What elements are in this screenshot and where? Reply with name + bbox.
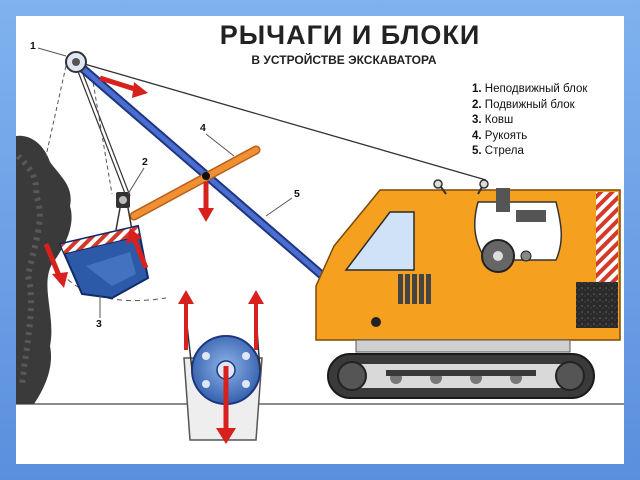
legend-num: 5. bbox=[472, 145, 482, 157]
engine-stack bbox=[496, 188, 510, 212]
drive-gear-hub bbox=[493, 251, 503, 261]
callout-3: 3 bbox=[96, 318, 102, 330]
bucket-link-left bbox=[115, 207, 121, 231]
legend-label: Рукоять bbox=[484, 129, 528, 142]
small-gear bbox=[520, 250, 532, 262]
legend-item: 1. Неподвижный блок bbox=[472, 82, 587, 98]
leader-2 bbox=[127, 167, 145, 195]
bucket-shade bbox=[86, 252, 136, 286]
legend-label: Подвижный блок bbox=[484, 98, 575, 111]
leader-1 bbox=[37, 47, 67, 57]
cable-dashed-right bbox=[91, 75, 113, 195]
legend-item: 3. Ковш bbox=[472, 113, 587, 129]
legend-label: Неподвижный блок bbox=[484, 83, 588, 95]
legend-item: 4. Рукоять bbox=[472, 129, 587, 145]
handle-pivot bbox=[202, 172, 210, 180]
crawler-tracks bbox=[327, 339, 595, 399]
cable-hoist-left bbox=[73, 60, 127, 197]
legend-num: 2. bbox=[472, 98, 482, 111]
legend-label: Ковш bbox=[484, 114, 514, 126]
boom-foot-pin bbox=[371, 317, 381, 327]
cable-hoist-right bbox=[77, 60, 131, 197]
gantry-pulley-1 bbox=[433, 179, 443, 189]
legend-item: 5. Стрела bbox=[472, 144, 587, 160]
pulley-demo bbox=[178, 290, 264, 444]
legend-num: 3. bbox=[472, 114, 482, 126]
callout-5: 5 bbox=[294, 188, 300, 200]
slide-subtitle: В УСТРОЙСТВЕ ЭКСКАВАТОРА bbox=[251, 53, 437, 67]
gantry-pulley-2 bbox=[479, 179, 489, 189]
fixed-pulley-hub bbox=[72, 58, 80, 66]
callout-1: 1 bbox=[30, 40, 36, 52]
cab-window bbox=[344, 211, 415, 271]
cable-dashed-left bbox=[45, 65, 67, 157]
excavator-diagram bbox=[16, 47, 624, 444]
leader-4 bbox=[205, 133, 235, 157]
cable-main bbox=[73, 60, 487, 181]
force-arrows bbox=[43, 75, 214, 288]
excavator-cab bbox=[315, 179, 621, 341]
slide-panel: РЫЧАГИ И БЛОКИ В УСТРОЙСТВЕ ЭКСКАВАТОРА … bbox=[16, 16, 624, 464]
callout-2: 2 bbox=[142, 156, 148, 168]
legend-num: 4. bbox=[472, 129, 482, 142]
soil-rock bbox=[16, 135, 72, 405]
bucket-link-right bbox=[127, 207, 133, 231]
legend: 1. Неподвижный блок 2. Подвижный блок 3.… bbox=[472, 82, 587, 160]
callout-4: 4 bbox=[200, 122, 206, 134]
legend-num: 1. bbox=[472, 83, 482, 95]
counterweight-hatch bbox=[596, 192, 618, 282]
legend-label: Стрела bbox=[484, 145, 524, 157]
handle bbox=[131, 147, 259, 219]
leader-5 bbox=[265, 197, 293, 217]
radiator-grille bbox=[398, 274, 431, 304]
engine-block bbox=[516, 210, 546, 222]
bucket-teeth bbox=[59, 225, 141, 255]
counterweight-block bbox=[576, 282, 618, 328]
slide-title: РЫЧАГИ И БЛОКИ bbox=[219, 20, 481, 50]
movable-pulley-hub bbox=[119, 196, 127, 204]
soil-texture bbox=[16, 153, 43, 387]
legend-item: 2. Подвижный блок bbox=[472, 98, 587, 114]
